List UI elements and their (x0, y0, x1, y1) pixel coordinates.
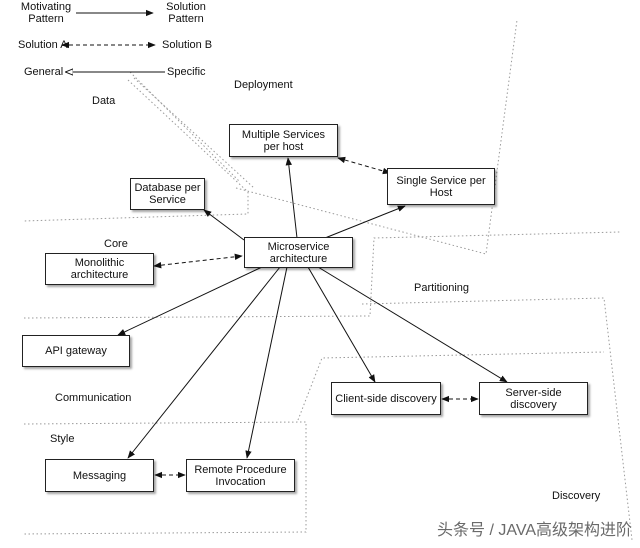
alt-multiple-single (337, 156, 391, 175)
legend-motivating-label: Motivating Pattern (20, 1, 72, 25)
arrow-to-messaging (127, 266, 281, 459)
alt-monolith-microservice (153, 253, 243, 269)
arrow-to-rpi (245, 266, 288, 459)
api-gateway-box: API gateway (22, 335, 130, 367)
arrow-to-multiple-services (285, 157, 298, 239)
database-per-service-box: Database per Service (130, 178, 205, 210)
data-region-border-inner (133, 77, 255, 189)
remote-procedure-invocation-box: Remote Procedure Invocation (186, 459, 295, 492)
region-communication-label: Communication (55, 392, 132, 404)
arrow-to-api-gateway (117, 266, 263, 336)
region-data-label: Data (92, 95, 116, 107)
microservice-architecture-box: Microservice architecture (244, 237, 353, 268)
multiple-services-per-host-box: Multiple Services per host (229, 124, 338, 157)
region-deployment-label: Deployment (234, 79, 293, 91)
server-side-discovery-box: Server-side discovery (479, 382, 588, 415)
client-side-discovery-box: Client-side discovery (331, 382, 441, 415)
legend-general-label: General (24, 66, 64, 78)
arrow-to-single-service (324, 205, 406, 239)
arrow-to-server-discovery (317, 266, 508, 383)
monolithic-architecture-box: Monolithic architecture (45, 253, 154, 285)
core-region-border (23, 231, 621, 319)
partitioning-region-border (361, 297, 633, 541)
arrow-to-client-discovery (307, 266, 376, 383)
region-core-label: Core (104, 238, 128, 250)
messaging-box: Messaging (45, 459, 154, 492)
single-service-per-host-box: Single Service per Host (387, 168, 495, 205)
legend-solution-b-label: Solution B (162, 39, 213, 51)
region-discovery-label: Discovery (552, 490, 601, 502)
legend-solution-a-label: Solution A (18, 39, 68, 51)
arrow-to-database (203, 209, 245, 241)
legend-specific-label: Specific (167, 66, 206, 78)
region-style-label: Style (50, 433, 75, 445)
legend-solution-label: Solution Pattern (166, 1, 206, 25)
deployment-region-border-inner (129, 71, 241, 183)
watermark: 头条号 / JAVA高级架构进阶 (437, 522, 632, 539)
region-partitioning-label: Partitioning (414, 282, 470, 294)
style-region-border (21, 421, 307, 535)
